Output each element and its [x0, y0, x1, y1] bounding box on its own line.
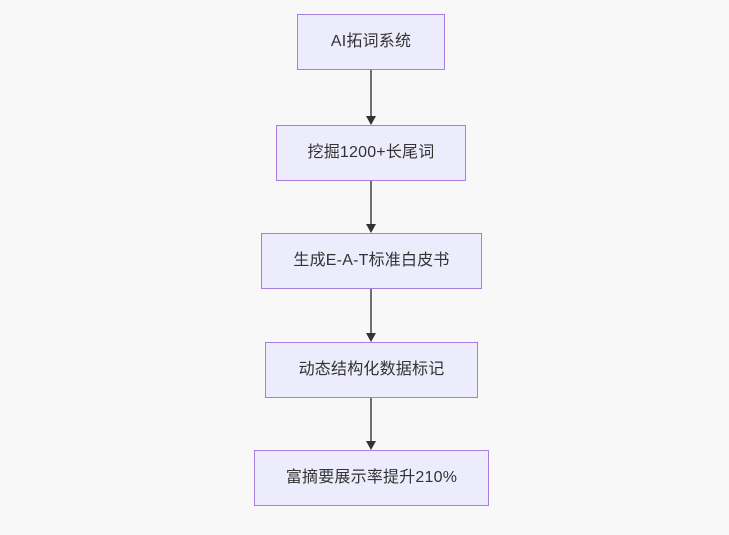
arrowhead-icon: [366, 441, 376, 450]
flowchart-node-dynamic-structured-data-markup[interactable]: 动态结构化数据标记: [265, 342, 478, 398]
arrowhead-icon: [366, 224, 376, 233]
flowchart-node-mine-longtail-keywords[interactable]: 挖掘1200+长尾词: [276, 125, 466, 181]
arrowhead-icon: [366, 116, 376, 125]
node-label: AI拓词系统: [330, 33, 412, 50]
edge-line: [370, 181, 372, 225]
flowchart-node-ai-keyword-system[interactable]: AI拓词系统: [297, 14, 445, 70]
edge-node4-to-node5: [366, 398, 376, 450]
flowchart-node-generate-eat-whitepaper[interactable]: 生成E-A-T标准白皮书: [261, 233, 482, 289]
edge-node2-to-node3: [366, 181, 376, 233]
edge-line: [370, 289, 372, 334]
edge-node1-to-node2: [366, 70, 376, 125]
edge-line: [370, 70, 372, 117]
arrowhead-icon: [366, 333, 376, 342]
edge-node3-to-node4: [366, 289, 376, 342]
node-label: 富摘要展示率提升210%: [285, 469, 458, 486]
flowchart-node-rich-snippet-rate-increase[interactable]: 富摘要展示率提升210%: [254, 450, 489, 506]
edge-line: [370, 398, 372, 442]
node-label: 动态结构化数据标记: [298, 361, 445, 378]
node-label: 挖掘1200+长尾词: [307, 144, 435, 161]
node-label: 生成E-A-T标准白皮书: [293, 252, 450, 269]
